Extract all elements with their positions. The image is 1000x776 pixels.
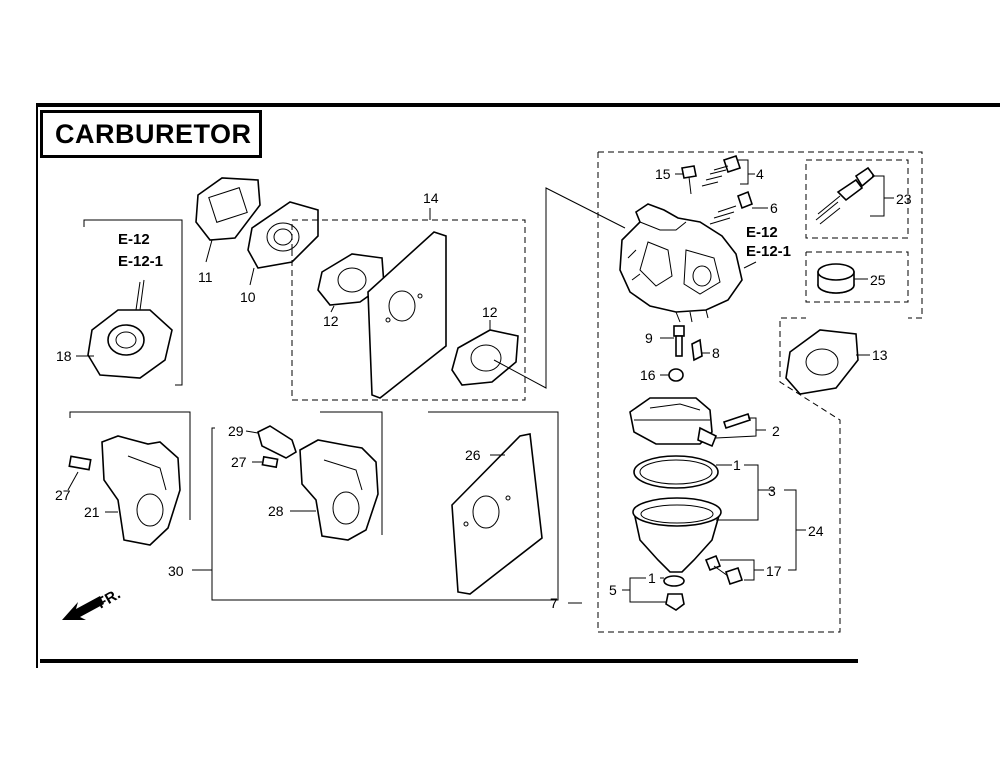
label-10: 10 — [240, 289, 256, 305]
label-3: 3 — [768, 483, 776, 499]
title-box: CARBURETOR — [40, 110, 262, 158]
ref-group-left: E-12 E-12-1 18 — [56, 219, 183, 386]
group-14: 14 12 12 — [291, 190, 526, 401]
label-7: 7 — [550, 595, 558, 611]
label-5: 5 — [609, 582, 617, 598]
page-title: CARBURETOR — [55, 119, 252, 149]
part-15-screw: 15 — [655, 165, 697, 195]
label-23: 23 — [896, 191, 912, 207]
label-27-left: 27 — [55, 487, 71, 503]
label-24: 24 — [808, 523, 824, 539]
part-25-float-cap: 25 — [817, 263, 886, 294]
label-28: 28 — [268, 503, 284, 519]
label-1-upper: 1 — [733, 457, 741, 473]
bottom-border-bar — [40, 659, 858, 663]
part-28-air-cleaner-case — [299, 439, 379, 541]
ref-e12-1-right: E-12-1 — [746, 243, 791, 260]
part-23-needle-valve: 23 — [815, 166, 912, 225]
group-21: 27 21 — [55, 411, 191, 546]
label-18: 18 — [56, 348, 72, 364]
connector-14-carb — [493, 187, 626, 389]
label-15: 15 — [655, 166, 671, 182]
label-8: 8 — [712, 345, 720, 361]
label-30: 30 — [168, 563, 184, 579]
label-25: 25 — [870, 272, 886, 288]
label-9: 9 — [645, 330, 653, 346]
part-17-screws: 17 — [704, 554, 782, 586]
ref-e12-1-left: E-12-1 — [118, 253, 163, 270]
part-16-jet-holder: 16 — [640, 367, 684, 383]
label-2: 2 — [772, 423, 780, 439]
label-17: 17 — [766, 563, 782, 579]
label-12-left: 12 — [323, 313, 339, 329]
label-11: 11 — [198, 269, 213, 285]
part-2-float: 2 — [629, 397, 780, 448]
part-27-clip-left — [68, 455, 92, 471]
label-13: 13 — [872, 347, 888, 363]
label-16: 16 — [640, 367, 656, 383]
part-6-screw: 6 — [709, 190, 778, 225]
ref-arrow-right — [743, 261, 757, 269]
part-1-o-ring: 1 — [633, 455, 741, 489]
label-26: 26 — [465, 447, 481, 463]
label-14: 14 — [423, 190, 439, 206]
part-13-gasket: 13 — [785, 329, 888, 395]
ref-e12-left: E-12 — [118, 231, 150, 248]
part-9-main-jet-nozzle: 9 — [645, 325, 685, 357]
part-29-breather-tube — [257, 425, 297, 459]
label-12-right: 12 — [482, 304, 498, 320]
part-8-main-jet: 8 — [691, 338, 720, 362]
label-6: 6 — [770, 200, 778, 216]
part-10-insulator: 10 — [240, 201, 319, 305]
label-21: 21 — [84, 504, 100, 520]
part-heat-shield-plate — [367, 231, 447, 399]
label-4: 4 — [756, 166, 764, 182]
label-1-lower: 1 — [648, 570, 656, 586]
label-29: 29 — [228, 423, 244, 439]
label-27-right: 27 — [231, 454, 247, 470]
front-direction-arrow: FR. — [62, 586, 123, 620]
part-5-drain-bolt: 1 5 — [609, 570, 685, 611]
top-border-bar — [36, 103, 1000, 107]
fr-label: FR. — [94, 586, 123, 613]
part-26-air-filter-element — [451, 433, 543, 595]
part-27-clip-right — [261, 455, 279, 469]
part-21-air-cleaner-case — [101, 435, 181, 546]
group-30: 30 29 27 28 26 — [168, 411, 559, 601]
part-float-chamber: 3 24 — [632, 464, 824, 573]
carburetor-assembly-group: 15 4 6 E-12 E-12-1 — [597, 151, 923, 633]
part-11-gasket: 11 — [195, 177, 261, 285]
part-4-pilot-screw: 4 — [701, 154, 764, 187]
part-carburetor-body — [619, 203, 743, 323]
part-12-gasket-right — [451, 329, 519, 386]
ref-e12-right: E-12 — [746, 224, 778, 241]
